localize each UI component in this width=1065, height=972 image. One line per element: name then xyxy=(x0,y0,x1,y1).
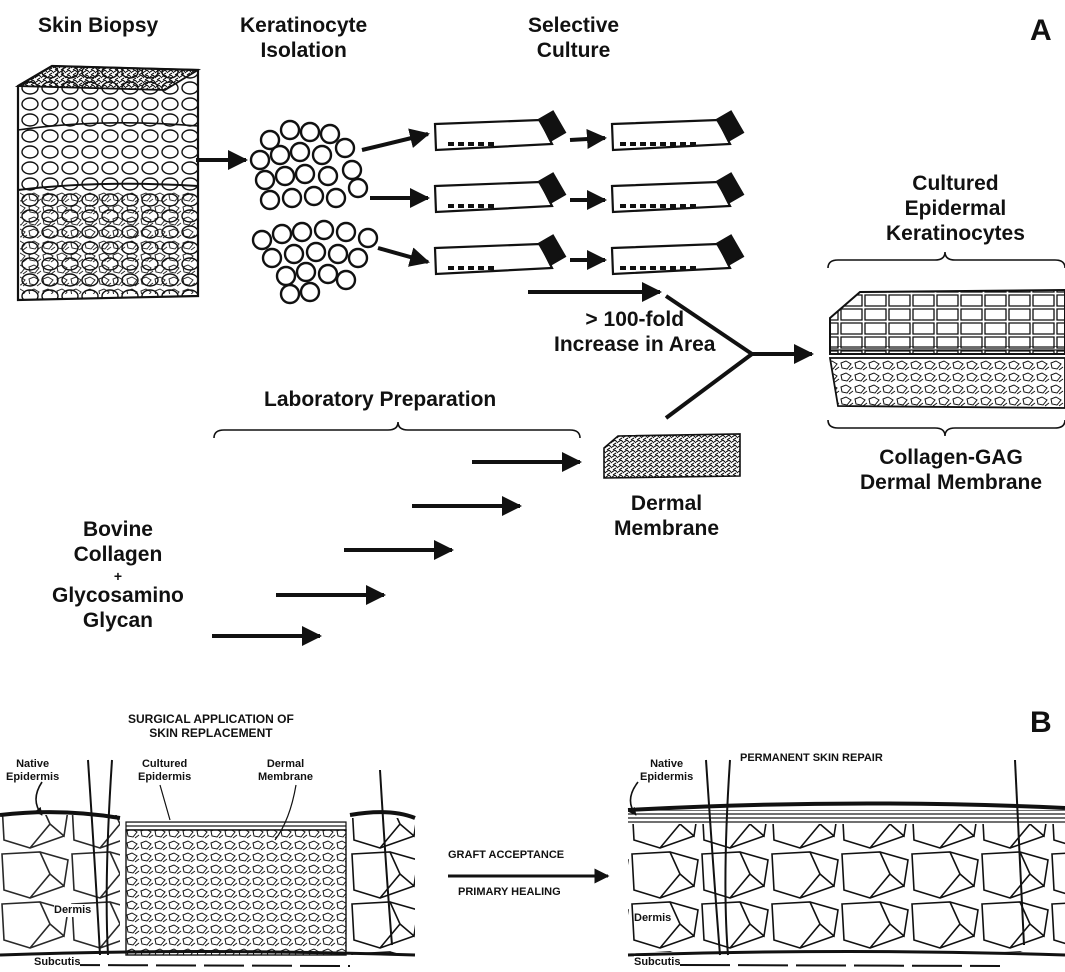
dermis-label-right: Dermis xyxy=(634,912,671,925)
primary-healing-label: PRIMARY HEALING xyxy=(458,886,561,899)
cultured-keratinocytes-line2: Epidermal xyxy=(886,197,1025,222)
lab-prep-arrows xyxy=(212,462,580,636)
subcutis-label-left: Subcutis xyxy=(34,956,80,969)
keratinocytes-brace xyxy=(828,252,1065,268)
bovine-collagen-line4: Glycan xyxy=(52,609,184,634)
cultured-epidermis-line1: Cultured xyxy=(138,758,191,771)
selective-culture-line1: Selective xyxy=(528,14,619,39)
graft-acceptance-label: GRAFT ACCEPTANCE xyxy=(448,849,564,862)
native-epidermis-left-line2: Epidermis xyxy=(6,771,59,784)
native-epidermis-right-line2: Epidermis xyxy=(640,771,693,784)
permanent-repair-label: PERMANENT SKIN REPAIR xyxy=(740,752,883,765)
laboratory-preparation-label: Laboratory Preparation xyxy=(264,388,496,413)
dermal-membrane-label: Dermal Membrane xyxy=(614,492,719,542)
dermal-membrane-line1: Dermal xyxy=(614,492,719,517)
collagen-gag-line2: Dermal Membrane xyxy=(860,471,1042,496)
native-epidermis-label-right: Native Epidermis xyxy=(640,758,693,784)
keratinocyte-isolation-line2: Isolation xyxy=(240,39,367,64)
panel-a-label: A xyxy=(1030,14,1052,48)
dermal-membrane-illustration xyxy=(604,434,740,478)
native-epidermis-label-left: Native Epidermis xyxy=(6,758,59,784)
bovine-collagen-line3: Glycosamino xyxy=(52,584,184,609)
selective-culture-label: Selective Culture xyxy=(528,14,619,64)
subcutis-label-right: Subcutis xyxy=(634,956,680,969)
cultured-keratinocytes-label: Cultured Epidermal Keratinocytes xyxy=(886,172,1025,246)
bovine-collagen-line1: Bovine xyxy=(52,518,184,543)
fold-increase-line1: > 100-fold xyxy=(554,308,715,333)
collagen-gag-label: Collagen-GAG Dermal Membrane xyxy=(860,446,1042,496)
native-epidermis-left-line1: Native xyxy=(6,758,59,771)
surgical-application-illustration xyxy=(0,760,415,966)
membrane-brace xyxy=(828,420,1065,436)
dermal-membrane-b-label: Dermal Membrane xyxy=(258,758,313,784)
dermis-label-left: Dermis xyxy=(54,904,91,917)
panel-b-label: B xyxy=(1030,706,1052,740)
lab-prep-brace xyxy=(214,422,580,438)
cultured-epidermis-label: Cultured Epidermis xyxy=(138,758,191,784)
keratinocyte-isolation-line1: Keratinocyte xyxy=(240,14,367,39)
keratinocyte-isolation-label: Keratinocyte Isolation xyxy=(240,14,367,64)
fold-increase-line2: Increase in Area xyxy=(554,333,715,358)
composite-skin-illustration xyxy=(830,290,1065,408)
skin-biopsy-illustration xyxy=(18,66,198,300)
cultured-keratinocytes-line1: Cultured xyxy=(886,172,1025,197)
dermal-membrane-b-line1: Dermal xyxy=(258,758,313,771)
surgical-application-line2: SKIN REPLACEMENT xyxy=(128,726,294,740)
bovine-collagen-line2: Collagen xyxy=(52,543,184,568)
surgical-application-line1: SURGICAL APPLICATION OF xyxy=(128,712,294,726)
selective-culture-line2: Culture xyxy=(528,39,619,64)
permanent-repair-illustration xyxy=(628,760,1065,966)
collagen-gag-line1: Collagen-GAG xyxy=(860,446,1042,471)
native-epidermis-right-line1: Native xyxy=(640,758,693,771)
cultured-epidermis-line2: Epidermis xyxy=(138,771,191,784)
dermal-membrane-b-line2: Membrane xyxy=(258,771,313,784)
dermal-membrane-line2: Membrane xyxy=(614,517,719,542)
bovine-collagen-plus: + xyxy=(52,568,184,585)
keratinocyte-cluster-illustration xyxy=(251,121,377,303)
surgical-application-label: SURGICAL APPLICATION OF SKIN REPLACEMENT xyxy=(128,712,294,740)
bovine-collagen-label: Bovine Collagen + Glycosamino Glycan xyxy=(52,518,184,634)
cultured-keratinocytes-line3: Keratinocytes xyxy=(886,222,1025,247)
fold-increase-label: > 100-fold Increase in Area xyxy=(554,308,715,358)
culture-flasks xyxy=(435,112,743,274)
skin-biopsy-label: Skin Biopsy xyxy=(38,14,158,39)
